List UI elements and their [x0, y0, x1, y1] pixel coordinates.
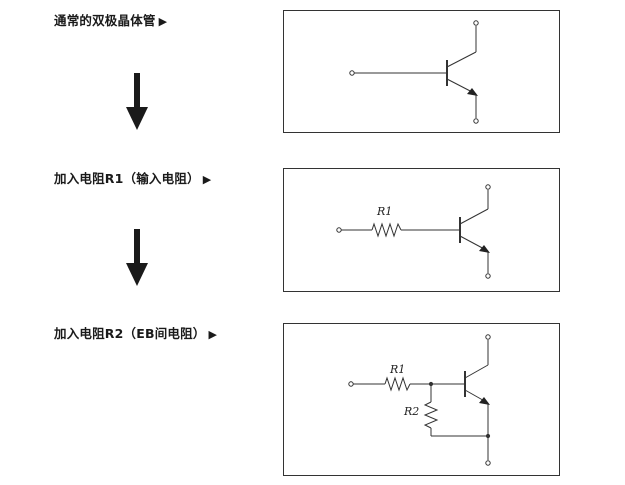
step-3-label: 加入电阻R2（EB间电阻）▶ [54, 323, 217, 342]
emitter-terminal [473, 118, 479, 124]
step-2-text: 加入电阻R1（输入电阻） [54, 171, 200, 186]
panel-input-resistor: R1 [283, 168, 560, 292]
r1-resistor [371, 222, 402, 238]
emitter-arrow [479, 245, 490, 253]
base-terminal [336, 227, 342, 233]
emitter-arrow [479, 397, 490, 405]
down-arrow-1 [126, 73, 148, 130]
collector-terminal [473, 20, 479, 26]
step-3-text: 加入电阻R2（EB间电阻） [54, 326, 206, 341]
collector-terminal [485, 184, 491, 190]
step-1-text: 通常的双极晶体管 [54, 13, 156, 28]
input-resistor-diagram: R1 [336, 184, 491, 279]
step-2-marker: ▶ [202, 173, 212, 186]
r1-label: R1 [376, 205, 392, 218]
base-terminal [349, 70, 355, 76]
collector-line [464, 364, 489, 379]
r2-label: R2 [403, 405, 419, 418]
collector-line [446, 51, 477, 68]
r1-label: R1 [389, 363, 405, 376]
collector-line [459, 208, 489, 225]
panel-eb-resistor: R1 R2 [283, 323, 560, 476]
r1-resistor [384, 376, 411, 392]
emitter-terminal [485, 460, 491, 466]
basic-transistor-diagram [349, 20, 479, 124]
r2-resistor [423, 401, 439, 429]
emitter-terminal [485, 273, 491, 279]
eb-resistor-diagram: R1 R2 [348, 334, 491, 466]
collector-terminal [485, 334, 491, 340]
emitter-arrow [467, 88, 478, 96]
step-3-marker: ▶ [208, 328, 218, 341]
step-1-marker: ▶ [158, 15, 168, 28]
step-1-label: 通常的双极晶体管▶ [54, 10, 167, 29]
panel-basic-transistor [283, 10, 560, 133]
step-2-label: 加入电阻R1（输入电阻）▶ [54, 168, 211, 187]
base-terminal [348, 381, 354, 387]
down-arrow-2 [126, 229, 148, 286]
